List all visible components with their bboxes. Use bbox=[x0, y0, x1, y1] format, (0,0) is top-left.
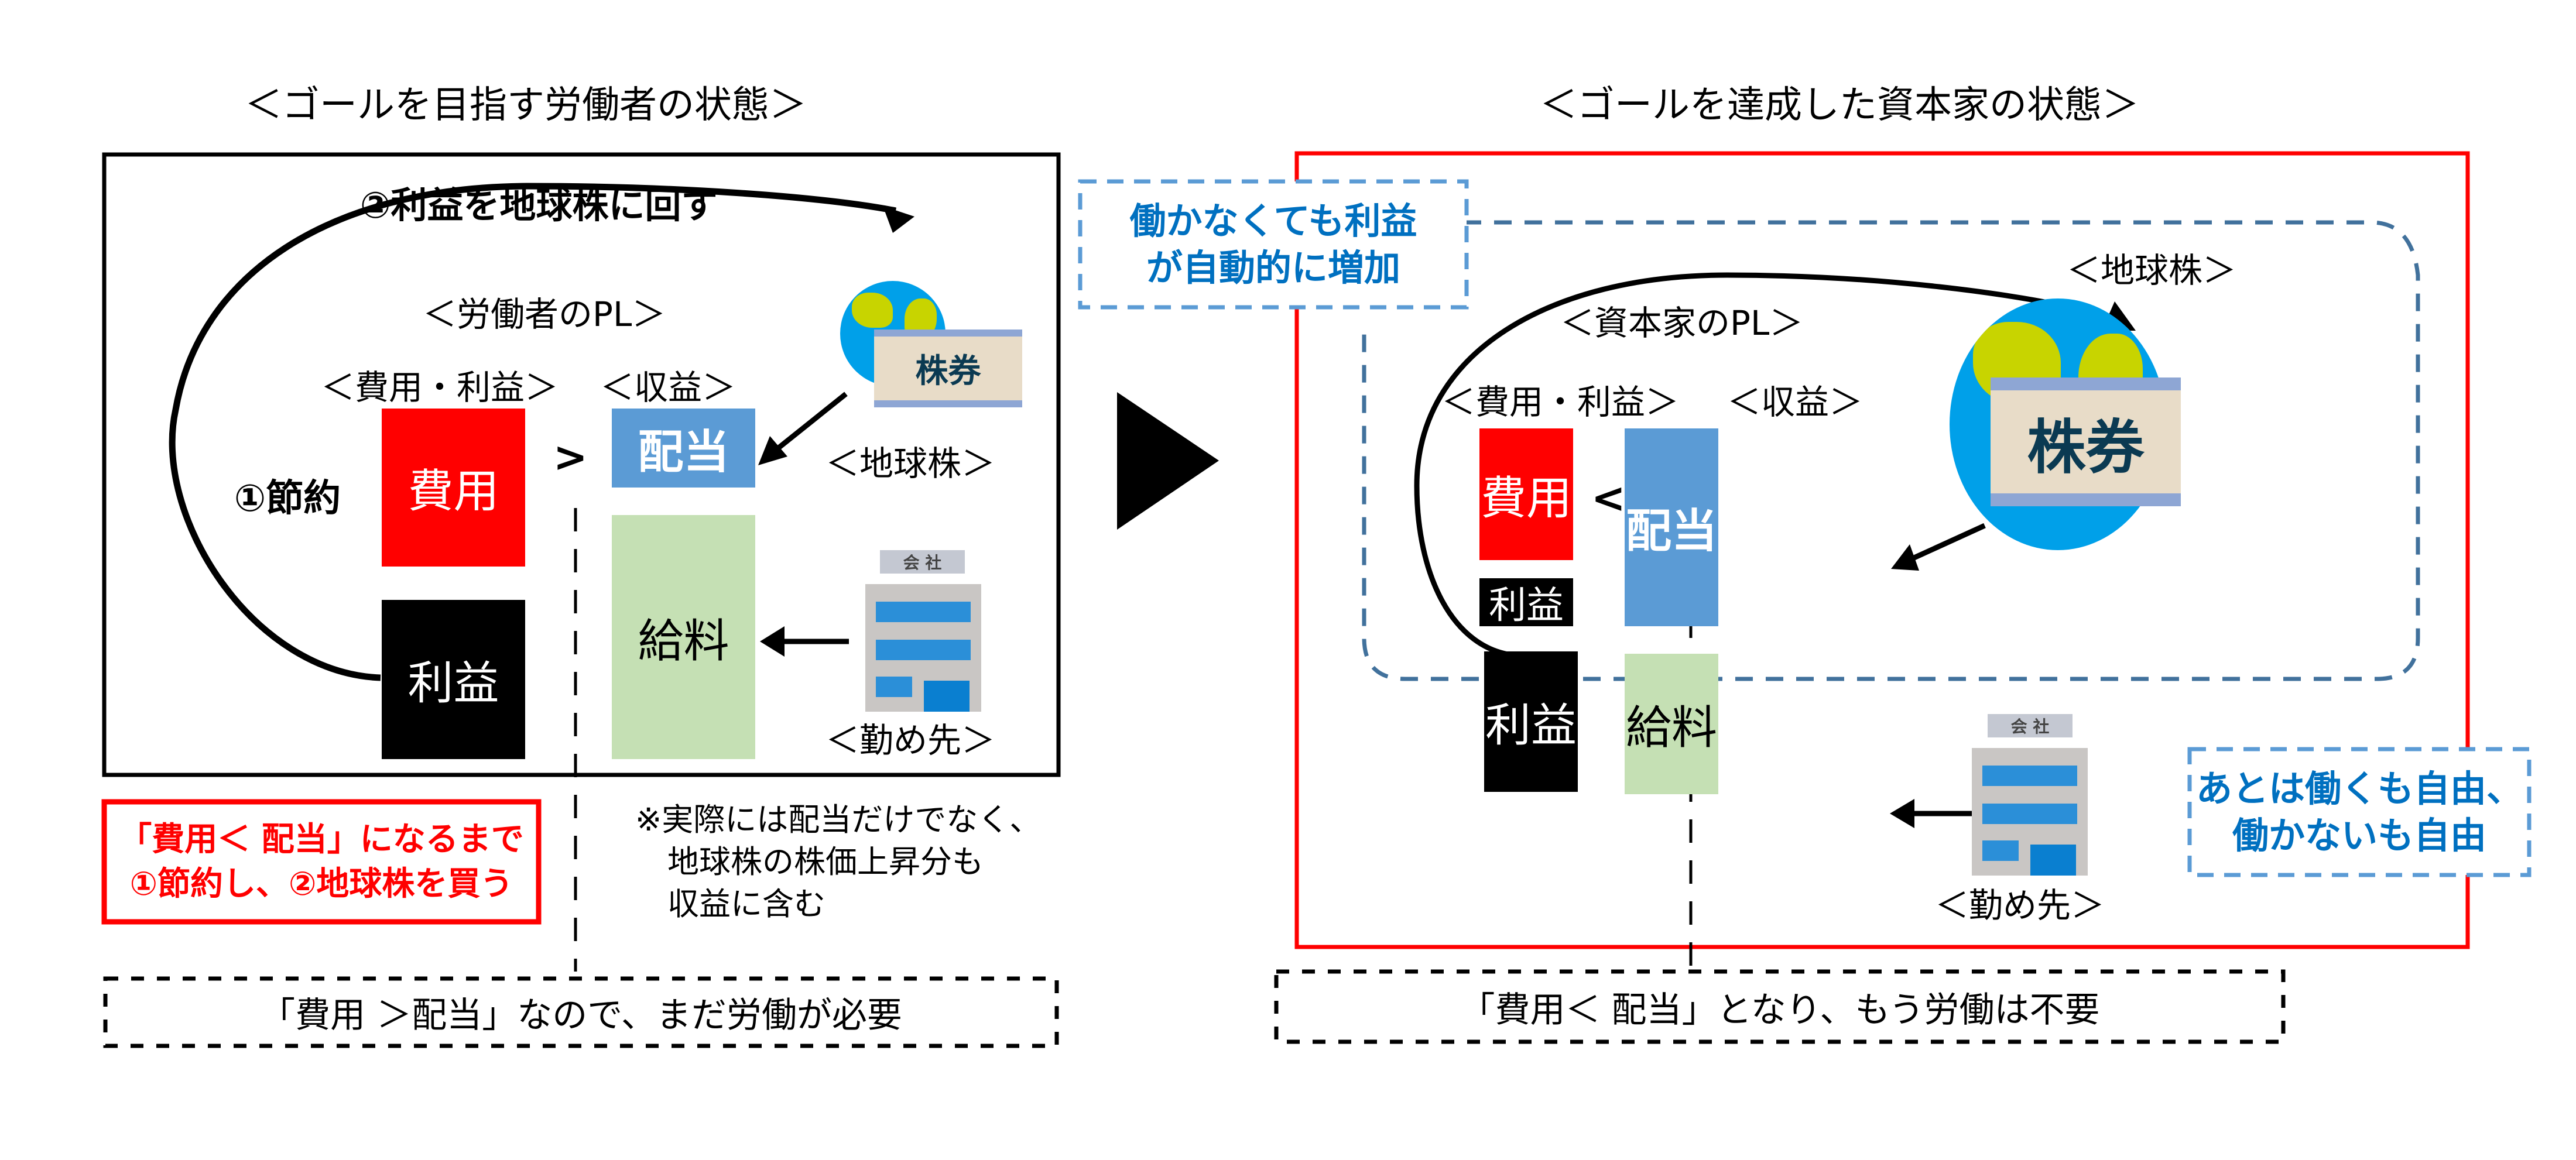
company-sign: 会 社 bbox=[880, 550, 965, 574]
saving-label: ①節約 bbox=[234, 477, 341, 520]
auto-profit-note: 働かなくても利益が自動的に増加 bbox=[1129, 199, 1417, 289]
right-triangle-icon bbox=[1117, 392, 1219, 530]
dividend-block: 配当 bbox=[612, 409, 755, 488]
comparison-symbol-right: < bbox=[1591, 474, 1626, 522]
office-building-icon-right bbox=[1972, 748, 2088, 876]
cost-profit-header-right: ＜費用・利益＞ bbox=[1441, 382, 1680, 422]
profit-large-block: 利益 bbox=[1484, 651, 1578, 792]
footnote: ※実際には配当だけでなく、 地球株の株価上昇分も 収益に含む bbox=[635, 801, 1042, 922]
auto-profit-region bbox=[1362, 220, 2420, 681]
globe-stock-label-right: ＜地球株＞ bbox=[2067, 250, 2237, 290]
red-note-box bbox=[101, 799, 542, 925]
salary-block: 給料 bbox=[612, 515, 755, 759]
employer-label-right: ＜勤め先＞ bbox=[1935, 886, 2105, 925]
office-building-icon bbox=[865, 584, 981, 712]
cost-block-right: 費用 bbox=[1479, 428, 1573, 560]
salary-block-right: 給料 bbox=[1625, 654, 1718, 794]
profit-block: 利益 bbox=[382, 600, 525, 759]
capitalist-frame bbox=[1294, 151, 2470, 949]
globe-to-dividend-arrow bbox=[777, 392, 848, 450]
cost-block: 費用 bbox=[382, 409, 525, 567]
profit-small-block: 利益 bbox=[1479, 578, 1573, 627]
freedom-note: あとは働くも自由、働かないも自由 bbox=[2195, 767, 2523, 857]
reinvest-loop-arrow bbox=[169, 183, 897, 681]
comparison-symbol-left: > bbox=[553, 433, 588, 481]
revenue-header: ＜収益＞ bbox=[600, 368, 737, 407]
globe-stock-label: ＜地球株＞ bbox=[825, 444, 996, 483]
capitalist-state-title: ＜ゴールを達成した資本家の状態＞ bbox=[1540, 84, 2139, 127]
caption-left: 「費用 ＞配当」なので、まだ労働が必要 bbox=[260, 995, 902, 1036]
caption-right: 「費用＜ 配当」となり、もう労働は不要 bbox=[1460, 989, 2100, 1031]
reinvest-label: ②利益を地球株に回す bbox=[360, 184, 718, 226]
caption-box-right bbox=[1274, 969, 2286, 1044]
worker-frame bbox=[102, 152, 1061, 777]
auto-profit-note-box bbox=[1078, 179, 1469, 310]
employer-label: ＜勤め先＞ bbox=[825, 720, 996, 760]
freedom-note-box bbox=[2187, 747, 2532, 877]
globe-to-dividend-arrow-right bbox=[1910, 523, 1986, 562]
revenue-header-right: ＜収益＞ bbox=[1727, 382, 1864, 422]
reinvest-loop-arrow-right bbox=[1414, 272, 2109, 658]
stock-certificate-icon-right: 株券 bbox=[1991, 377, 2181, 506]
capitalist-pl-title: ＜資本家のPL＞ bbox=[1560, 303, 1804, 343]
company-sign-right: 会 社 bbox=[1988, 714, 2073, 737]
worker-pl-title: ＜労働者のPL＞ bbox=[423, 294, 666, 334]
dividend-block-right: 配当 bbox=[1625, 428, 1718, 626]
caption-box-left bbox=[103, 976, 1059, 1048]
cost-profit-header: ＜費用・利益＞ bbox=[321, 368, 559, 407]
reinvest-arrowhead bbox=[883, 206, 914, 233]
worker-state-title: ＜ゴールを目指す労働者の状態＞ bbox=[245, 84, 807, 127]
stock-certificate-icon: 株券 bbox=[874, 330, 1022, 407]
